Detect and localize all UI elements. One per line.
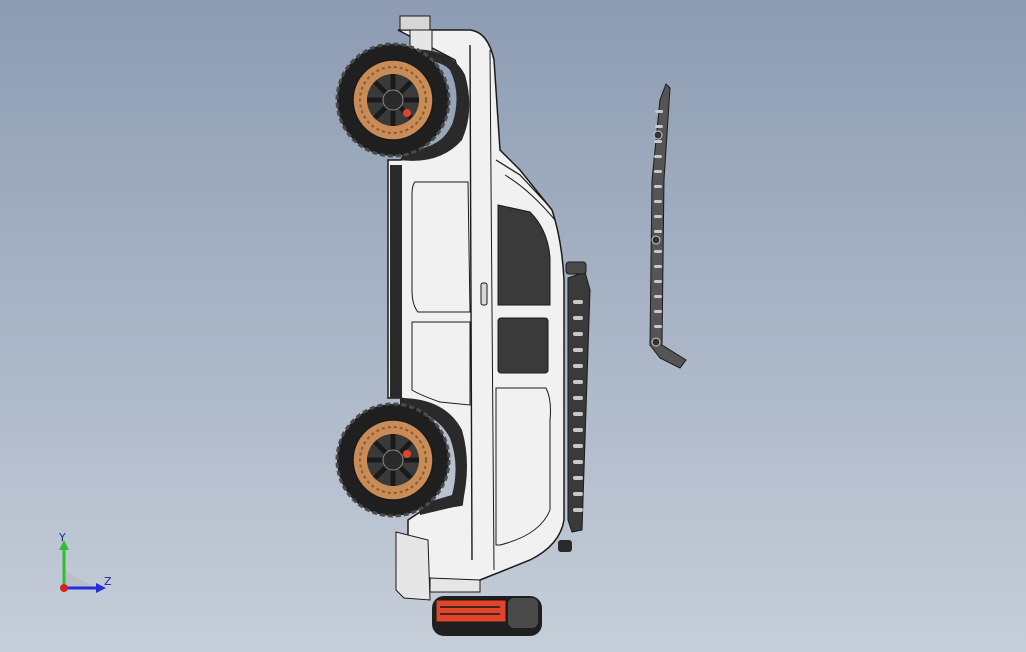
roof-rail (504, 174, 556, 221)
triad-axes (59, 540, 106, 593)
mirror (565, 261, 587, 275)
rear-light (558, 540, 572, 552)
a-pillar (495, 159, 549, 206)
side-rail-slots (654, 110, 663, 328)
y-axis-arrow (59, 540, 69, 550)
spare-tire-carrier[interactable] (432, 596, 542, 636)
rear-wheel[interactable] (335, 402, 451, 518)
snorkel-top (399, 15, 431, 31)
rear-fender-flare (400, 398, 467, 515)
door-handle[interactable] (480, 282, 488, 306)
bumper-step (429, 577, 481, 593)
running-board-slots (573, 300, 583, 512)
roof-line (469, 44, 473, 561)
side-window (497, 317, 549, 374)
front-door-panel (411, 181, 471, 313)
side-trim (390, 165, 402, 398)
z-axis-label: Z (104, 575, 112, 588)
body-seam (489, 49, 495, 571)
vehicle-body[interactable] (387, 15, 565, 601)
tailgate-panel (495, 387, 551, 546)
rear-bumper (395, 531, 431, 601)
coordinate-triad: Y Z (40, 530, 130, 610)
y-axis-label: Y (59, 531, 66, 544)
front-fender-flare (400, 49, 470, 161)
front-wheel[interactable] (335, 42, 451, 158)
origin-point (60, 584, 68, 592)
z-axis-arrow (96, 583, 106, 593)
rear-door-panel (411, 321, 471, 406)
running-board[interactable] (558, 261, 591, 552)
windshield-window (497, 204, 551, 306)
detached-side-rail[interactable] (649, 83, 687, 369)
